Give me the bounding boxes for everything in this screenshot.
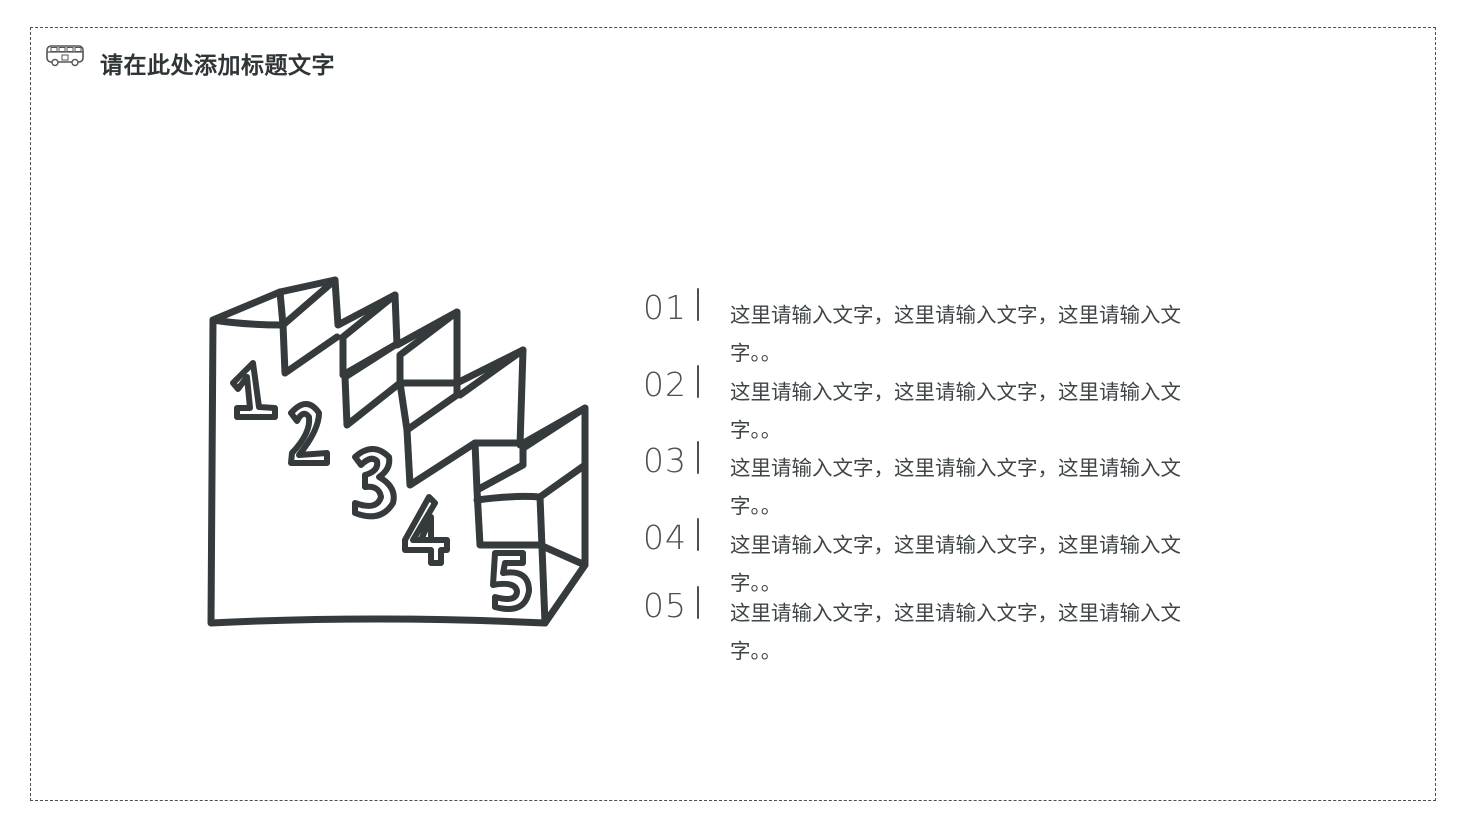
item-text: 这里请输入文字，这里请输入文字，这里请输入文字。。 (730, 380, 1181, 442)
item-number: 01 (643, 288, 687, 327)
item-divider (697, 288, 699, 321)
list-item: 05 这里请输入文字，这里请输入文字，这里请输入文字。。 (640, 586, 1280, 666)
item-divider (697, 441, 699, 474)
item-number: 04 (643, 518, 687, 557)
item-text: 这里请输入文字，这里请输入文字，这里请输入文字。。 (730, 303, 1181, 365)
item-text: 这里请输入文字，这里请输入文字，这里请输入文字。。 (730, 601, 1181, 663)
list-item: 01 这里请输入文字，这里请输入文字，这里请输入文字。。 (640, 288, 1280, 368)
item-divider (697, 518, 699, 551)
item-number: 03 (643, 441, 687, 480)
item-divider (697, 365, 699, 398)
list-item: 03 这里请输入文字，这里请输入文字，这里请输入文字。。 (640, 441, 1280, 521)
slide-border (30, 27, 1436, 801)
item-number: 05 (643, 586, 687, 625)
item-text: 这里请输入文字，这里请输入文字，这里请输入文字。。 (730, 533, 1181, 595)
list-item: 02 这里请输入文字，这里请输入文字，这里请输入文字。。 (640, 365, 1280, 445)
item-text: 这里请输入文字，这里请输入文字，这里请输入文字。。 (730, 456, 1181, 518)
item-divider (697, 586, 699, 619)
bus-icon (46, 45, 84, 67)
page-title: 请在此处添加标题文字 (100, 52, 335, 79)
list-item: 04 这里请输入文字，这里请输入文字，这里请输入文字。。 (640, 518, 1280, 598)
item-number: 02 (643, 365, 687, 404)
stairs-icon (207, 276, 589, 627)
